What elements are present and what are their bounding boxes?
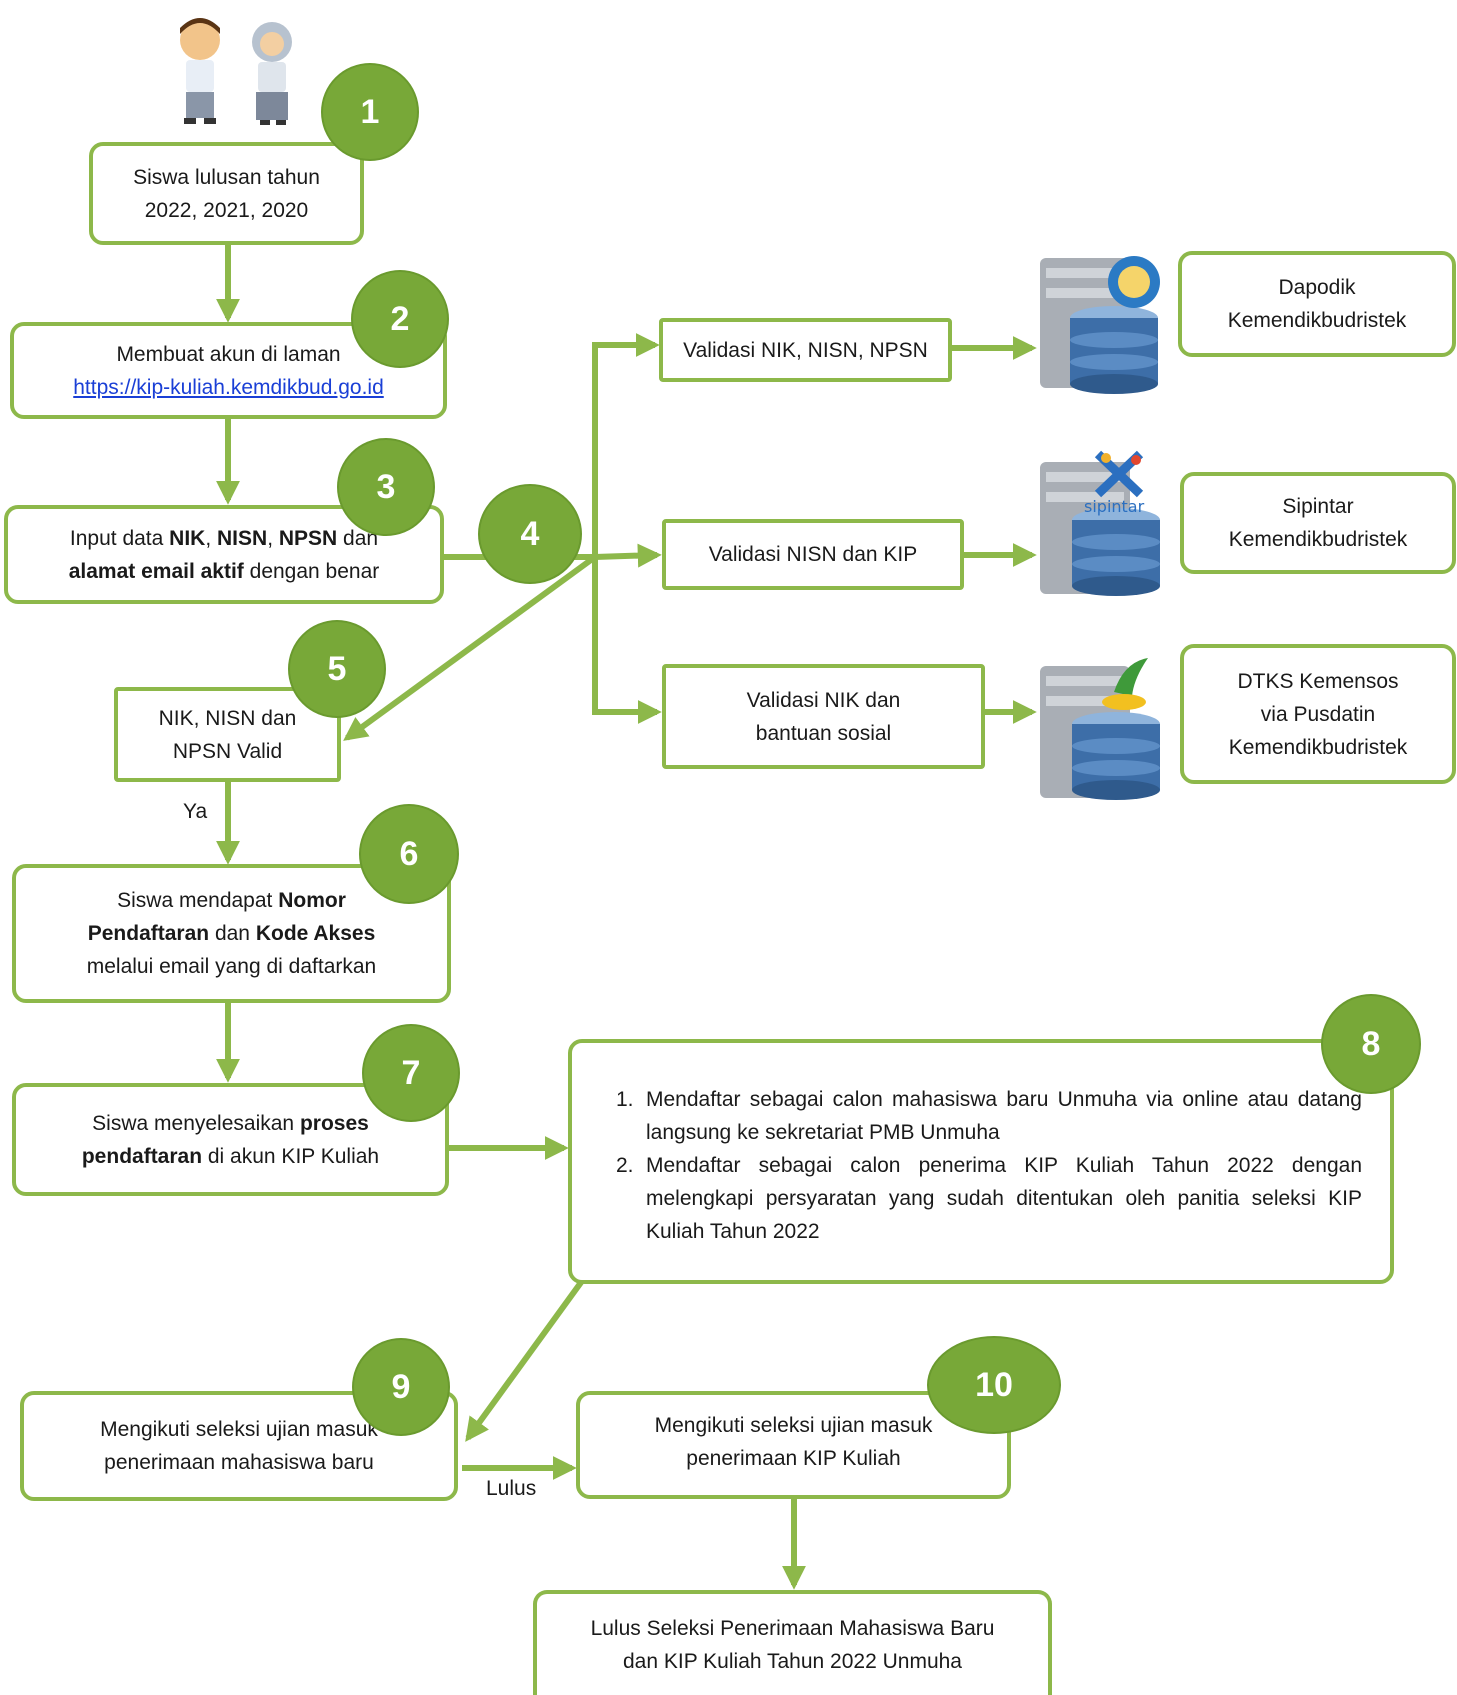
step-number-2: 2	[353, 272, 447, 366]
step-9-line1: Mengikuti seleksi ujian masuk	[100, 1418, 378, 1441]
step-2-line1: Membuat akun di laman	[116, 342, 341, 366]
step-9-line2: penerimaan mahasiswa baru	[104, 1451, 374, 1474]
validation-3-line1: Validasi NIK dan	[746, 688, 901, 712]
dtks-server-icon	[1040, 658, 1160, 800]
sipintar-box: Sipintar Kemendikbudristek	[1180, 472, 1456, 574]
dtks-line3: Kemendikbudristek	[1228, 735, 1408, 759]
step-6-line3: melalui email yang di daftarkan	[86, 955, 377, 978]
arrow-4-to-5	[343, 554, 597, 741]
dapodik-line2: Kemendikbudristek	[1227, 309, 1407, 332]
step-1-line1: Siswa lulusan tahun	[133, 165, 320, 189]
step-8-item: 1.Mendaftar sebagai calon mahasiswa baru…	[616, 1088, 1362, 1144]
dtks-line2: via Pusdatin	[1260, 702, 1376, 726]
step-number-7: 7	[364, 1026, 458, 1120]
step-number-5: 5	[290, 622, 384, 716]
step-6-line1: Siswa mendapat Nomor	[117, 889, 346, 912]
step-number-3: 3	[339, 440, 433, 534]
step-1-line2: 2022, 2021, 2020	[144, 198, 309, 222]
sipintar-server-icon: sipintar	[1040, 450, 1160, 596]
step-8-item: 2.Mendaftar sebagai calon penerima KIP K…	[616, 1154, 1362, 1243]
sipintar-logo-text: sipintar	[1084, 497, 1145, 516]
step-7-box: Siswa menyelesaikan proses pendaftaran d…	[12, 1083, 449, 1196]
step-8-box: 1.Mendaftar sebagai calon mahasiswa baru…	[568, 1039, 1394, 1284]
students-icon	[180, 18, 292, 125]
validation-nik-nisn-npsn-box: Validasi NIK, NISN, NPSN	[659, 318, 952, 382]
step-number-6: 6	[361, 806, 457, 902]
validation-nisn-kip-box: Validasi NISN dan KIP	[662, 519, 964, 590]
step-7-line1: Siswa menyelesaikan proses	[92, 1111, 369, 1135]
dtks-box: DTKS Kemensos via Pusdatin Kemendikbudri…	[1180, 644, 1456, 784]
validation-nik-bansos-box: Validasi NIK dan bantuan sosial	[662, 664, 985, 769]
validation-3-line2: bantuan sosial	[755, 721, 892, 745]
step-8-list: 1.Mendaftar sebagai calon mahasiswa baru…	[616, 1083, 1362, 1248]
final-result-box: Lulus Seleksi Penerimaan Mahasiswa Baru …	[533, 1590, 1052, 1695]
sipintar-line1: Sipintar	[1282, 495, 1354, 518]
validation-2-label: Validasi NISN dan KIP	[708, 543, 918, 566]
step-7-line2: pendaftaran di akun KIP Kuliah	[81, 1144, 380, 1168]
final-line2: dan KIP Kuliah Tahun 2022 Unmuha	[623, 1649, 962, 1673]
step-1-box: Siswa lulusan tahun 2022, 2021, 2020	[89, 142, 364, 245]
lulus-label: Lulus	[486, 1477, 537, 1500]
dapodik-server-icon	[1040, 256, 1160, 394]
step-10-line1: Mengikuti seleksi ujian masuk	[654, 1414, 933, 1437]
arrow-8-to-9	[465, 1268, 593, 1442]
step-6-line2: Pendaftaran dan Kode Akses	[87, 922, 376, 945]
step-6-box: Siswa mendapat Nomor Pendaftaran dan Kod…	[12, 864, 451, 1003]
dapodik-box: Dapodik Kemendikbudristek	[1178, 251, 1456, 357]
step-number-10: 10	[929, 1338, 1059, 1432]
step-number-1: 1	[323, 65, 417, 159]
step-3-line2: alamat email aktif dengan benar	[68, 559, 380, 583]
step-number-9: 9	[354, 1340, 448, 1434]
sipintar-line2: Kemendikbudristek	[1228, 528, 1408, 551]
dapodik-line1: Dapodik	[1278, 276, 1356, 299]
kip-kuliah-link[interactable]: https://kip-kuliah.kemdikbud.go.id	[73, 375, 384, 399]
arrow-4-to-v3	[592, 557, 662, 724]
step-3-line1: Input data NIK, NISN, NPSN dan	[69, 526, 379, 550]
step-5-line2: NPSN Valid	[172, 739, 283, 763]
step-5-box: NIK, NISN dan NPSN Valid	[114, 687, 341, 782]
step-10-line2: penerimaan KIP Kuliah	[686, 1447, 901, 1470]
step-number-8: 8	[1323, 996, 1419, 1092]
validation-1-label: Validasi NIK, NISN, NPSN	[683, 338, 928, 362]
arrow-4-to-v2	[594, 543, 662, 568]
step-number-4: 4	[480, 486, 580, 582]
ya-label: Ya	[183, 800, 208, 823]
dtks-line1: DTKS Kemensos	[1237, 669, 1399, 693]
final-line1: Lulus Seleksi Penerimaan Mahasiswa Baru	[590, 1616, 995, 1640]
arrow-4-to-v1	[592, 333, 660, 557]
step-5-line1: NIK, NISN dan	[158, 706, 297, 730]
